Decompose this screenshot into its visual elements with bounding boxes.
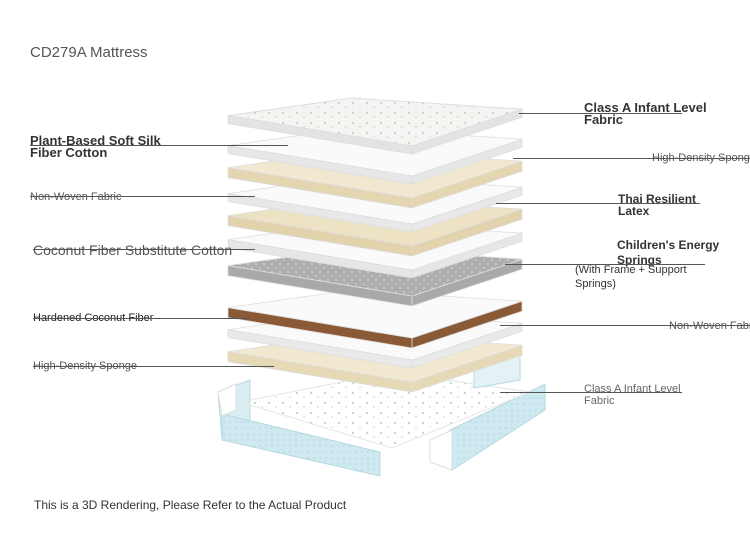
leader-sponge-right (513, 158, 750, 159)
label-energy-springs-line-1: Children's Energy (617, 238, 720, 252)
label-infant-fabric-top-line-1: Class A Infant Level (584, 100, 707, 115)
layer-coconut-fiber (227, 289, 523, 349)
label-infant-fabric-bottom-line-2: Fabric (584, 395, 615, 407)
leader-non-woven-right (500, 325, 750, 326)
base-cover-right-flap (429, 429, 453, 471)
leader-infant-fabric-bottom (500, 392, 682, 393)
layer-infant-fabric-top (227, 97, 523, 155)
footer-note: This is a 3D Rendering, Please Refer to … (34, 498, 347, 512)
label-coconut-substitute: Coconut Fiber Substitute Cotton (33, 242, 233, 258)
label-thai-latex: Thai Resilient Latex (618, 193, 696, 217)
leader-sponge-left (33, 366, 274, 367)
label-thai-latex-line-2: Latex (618, 204, 650, 218)
leader-coconut-substitute (33, 249, 255, 250)
label-plant-fiber-line-2: Fiber Cotton (30, 145, 108, 160)
label-plant-fiber: Plant-Based Soft Silk Fiber Cotton (30, 133, 161, 160)
layer-stack (227, 97, 523, 393)
label-springs-note-line-2: Springs) (575, 278, 616, 290)
label-energy-springs: Children's Energy Springs (617, 238, 719, 268)
leader-thai-latex (496, 203, 700, 204)
label-plant-fiber-line-1: Plant-Based Soft Silk (30, 133, 161, 148)
label-non-woven-right: Non-Woven Fabric (669, 320, 750, 332)
base-cover-front-left (221, 413, 381, 477)
label-springs-note-line-1: (With Frame + Support (575, 264, 687, 276)
base-cover (217, 355, 546, 477)
leader-plant-fiber (30, 145, 288, 146)
leader-energy-springs (505, 264, 705, 265)
label-infant-fabric-top: Class A Infant Level Fabric (584, 100, 707, 127)
leader-infant-fabric-top (519, 113, 682, 114)
leader-hardened-coconut (33, 318, 250, 319)
label-thai-latex-line-1: Thai Resilient (618, 192, 697, 206)
leader-non-woven-left (30, 196, 255, 197)
label-energy-springs-line-2: Springs (617, 253, 662, 267)
base-cover-left-flap (217, 383, 237, 417)
label-infant-fabric-bottom-line-1: Class A Infant Level (584, 383, 681, 395)
label-non-woven-left: Non-Woven Fabric (30, 191, 122, 203)
page-title: CD279A Mattress (30, 44, 148, 61)
layer-coconut-fiber-top (227, 289, 523, 339)
label-infant-fabric-bottom: Class A Infant Level Fabric (584, 383, 681, 407)
label-springs-note: (With Frame + Support Springs) (575, 263, 687, 291)
label-infant-fabric-top-line-2: Fabric (584, 112, 624, 127)
layer-infant-fabric-top-texture (227, 97, 523, 147)
